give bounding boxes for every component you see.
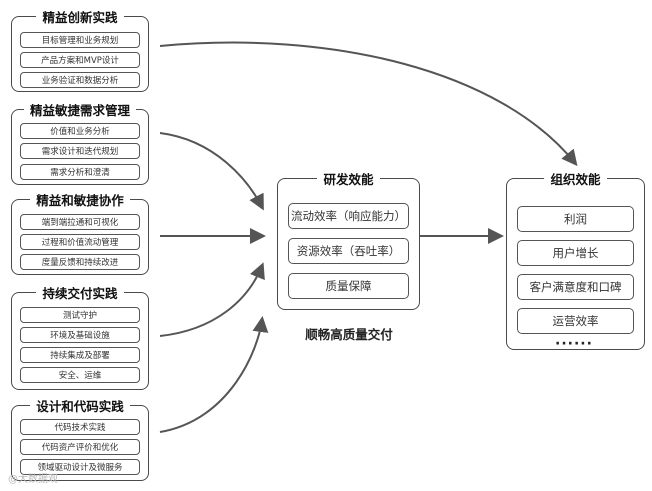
group-item: 安全、运维 bbox=[20, 367, 140, 383]
group-title: 精益创新实践 bbox=[36, 10, 124, 25]
group-item: 过程和价值流动管理 bbox=[20, 234, 140, 250]
rd-efficiency-box: 研发效能 流动效率（响应能力） 资源效率（吞吐率） 质量保障 bbox=[277, 172, 420, 310]
group-item: 价值和业务分析 bbox=[20, 123, 140, 139]
group-item: 环境及基础设施 bbox=[20, 327, 140, 343]
rd-efficiency-title: 研发效能 bbox=[317, 172, 380, 187]
group-title: 持续交付实践 bbox=[36, 286, 124, 301]
group-item: 持续集成及部署 bbox=[20, 347, 140, 363]
group-item: 需求分析和澄清 bbox=[20, 164, 140, 180]
group-lean-agile-requirements: 精益敏捷需求管理 价值和业务分析 需求设计和迭代规划 需求分析和澄清 bbox=[11, 103, 149, 185]
watermark-text: @大数据观 bbox=[8, 474, 58, 485]
arrow-innovation-to-org bbox=[159, 41, 578, 167]
group-lean-agile-collaboration: 精益和敏捷协作 端到端拉通和可视化 过程和价值流动管理 度量反馈和持续改进 bbox=[11, 193, 149, 275]
rd-item: 质量保障 bbox=[288, 273, 409, 299]
group-item: 度量反馈和持续改进 bbox=[20, 254, 140, 270]
org-item: 用户增长 bbox=[517, 240, 634, 266]
group-item: 测试守护 bbox=[20, 307, 140, 323]
org-item: 客户满意度和口碑 bbox=[517, 274, 634, 300]
org-item: 运营效率 bbox=[517, 308, 634, 334]
rd-item: 资源效率（吞吐率） bbox=[288, 238, 409, 264]
more-ellipsis: ······ bbox=[555, 336, 593, 352]
group-design-code-practice: 设计和代码实践 代码技术实践 代码资产评价和优化 领域驱动设计及微服务 bbox=[11, 399, 149, 481]
group-item: 业务验证和数据分析 bbox=[20, 72, 140, 88]
arrow-design-to-rd bbox=[159, 316, 269, 433]
group-item: 端到端拉通和可视化 bbox=[20, 214, 140, 230]
org-efficiency-title: 组织效能 bbox=[544, 172, 607, 187]
rd-item: 流动效率（响应能力） bbox=[288, 203, 409, 229]
org-item: 利润 bbox=[517, 206, 634, 232]
group-item: 代码资产评价和优化 bbox=[20, 439, 140, 455]
group-item: 需求设计和迭代规划 bbox=[20, 143, 140, 159]
group-item: 代码技术实践 bbox=[20, 419, 140, 435]
group-title: 设计和代码实践 bbox=[30, 399, 130, 414]
arrow-delivery-to-rd bbox=[159, 262, 265, 337]
arrow-requirements-to-rd bbox=[159, 132, 264, 211]
group-lean-innovation: 精益创新实践 目标管理和业务规划 产品方案和MVP设计 业务验证和数据分析 bbox=[11, 10, 149, 92]
group-item: 目标管理和业务规划 bbox=[20, 32, 140, 48]
group-item: 产品方案和MVP设计 bbox=[20, 52, 140, 68]
org-efficiency-box: 组织效能 利润 用户增长 客户满意度和口碑 运营效率 bbox=[506, 172, 645, 350]
group-title: 精益和敏捷协作 bbox=[30, 193, 130, 208]
rd-efficiency-caption: 顺畅高质量交付 bbox=[305, 327, 393, 342]
group-title: 精益敏捷需求管理 bbox=[23, 103, 136, 118]
group-continuous-delivery: 持续交付实践 测试守护 环境及基础设施 持续集成及部署 安全、运维 bbox=[11, 286, 149, 390]
group-item: 领域驱动设计及微服务 bbox=[20, 459, 140, 475]
